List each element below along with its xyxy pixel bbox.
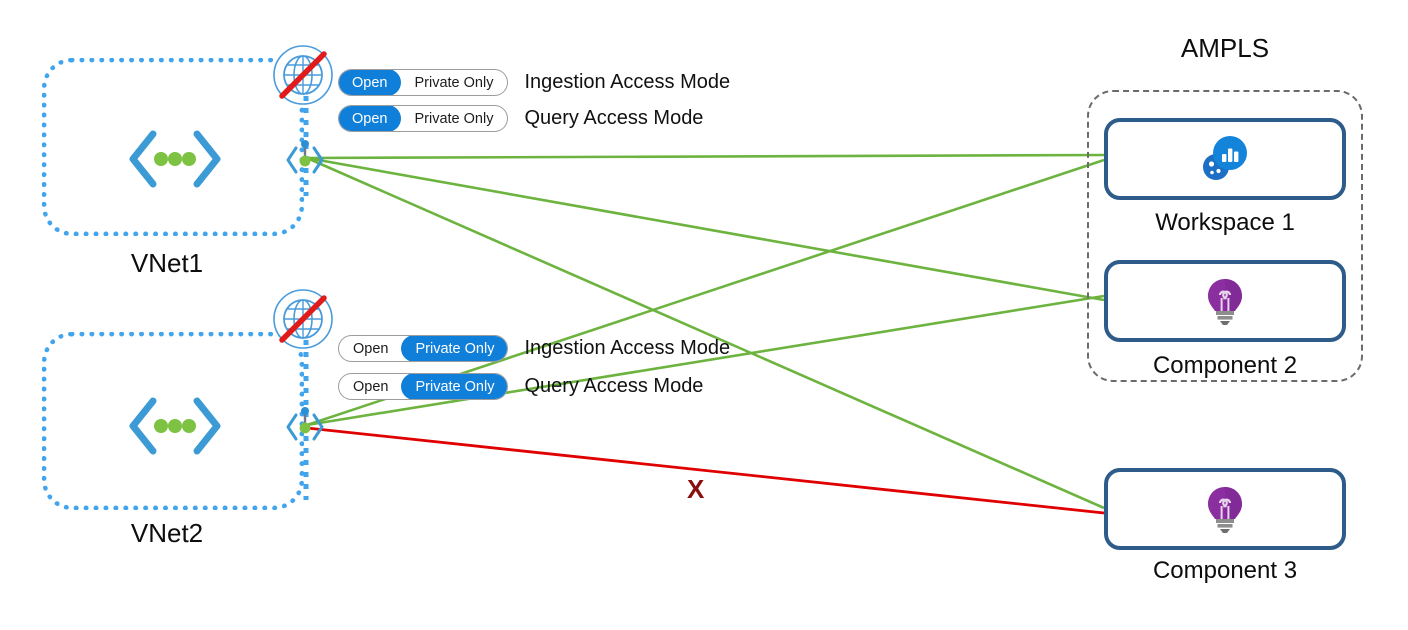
resource-label-component2: Component 2 <box>1152 352 1298 379</box>
connection-vnet1-workspace1 <box>306 153 1105 160</box>
setting-row-ingestion-vnet1: Open Private Only Ingestion Access Mode <box>338 69 730 96</box>
private-endpoint-icon <box>286 407 324 441</box>
ampls-title: AMPLS <box>1180 33 1270 63</box>
ampls-scope-boundary <box>1087 90 1363 382</box>
application-insights-icon <box>1208 279 1242 325</box>
setting-row-query-vnet2: Open Private Only Query Access Mode <box>338 373 703 400</box>
public-internet-blocked-icon <box>273 289 333 349</box>
resource-label-component3: Component 3 <box>1152 557 1298 584</box>
toggle-option-private-only[interactable]: Private Only <box>401 374 508 399</box>
log-analytics-workspace-icon <box>1203 136 1247 180</box>
toggle-option-open[interactable]: Open <box>353 378 389 395</box>
connection-vnet1-component3 <box>306 156 1105 510</box>
toggle-option-private-only[interactable]: Private Only <box>414 110 494 127</box>
setting-label-ingestion-access-mode: Ingestion Access Mode <box>524 71 731 93</box>
resource-box-component2[interactable] <box>1104 260 1346 342</box>
setting-label-query-access-mode: Query Access Mode <box>524 107 704 129</box>
toggle-query-access-mode-vnet1[interactable]: Open Private Only <box>338 105 509 132</box>
toggle-option-private-only[interactable]: Private Only <box>414 74 494 91</box>
toggle-option-private-only[interactable]: Private Only <box>401 336 508 361</box>
resource-box-component3[interactable] <box>1104 468 1346 550</box>
vnet-code-icon <box>129 130 221 188</box>
setting-row-ingestion-vnet2: Open Private Only Ingestion Access Mode <box>338 335 730 362</box>
vnet-label-vnet2: VNet2 <box>130 518 204 548</box>
setting-row-query-vnet1: Open Private Only Query Access Mode <box>338 105 703 132</box>
toggle-option-open[interactable]: Open <box>339 70 402 95</box>
vnet-container-vnet1 <box>42 58 304 236</box>
blocked-connection-x-marker: X <box>687 474 705 504</box>
toggle-query-access-mode-vnet2[interactable]: Open Private Only <box>338 373 509 400</box>
toggle-option-open[interactable]: Open <box>353 340 389 357</box>
resource-box-workspace1[interactable] <box>1104 118 1346 200</box>
setting-label-query-access-mode: Query Access Mode <box>524 375 704 397</box>
setting-label-ingestion-access-mode: Ingestion Access Mode <box>524 337 731 359</box>
public-internet-blocked-icon <box>273 45 333 105</box>
vnet2-endpoint-connector <box>303 340 309 500</box>
toggle-option-open[interactable]: Open <box>339 106 402 131</box>
private-endpoint-icon <box>286 140 324 174</box>
vnet-code-icon <box>129 397 221 455</box>
connection-vnet2-component3-blocked <box>306 426 1105 515</box>
toggle-ingestion-access-mode-vnet1[interactable]: Open Private Only <box>338 69 509 96</box>
resource-label-workspace1: Workspace 1 <box>1155 209 1295 236</box>
toggle-ingestion-access-mode-vnet2[interactable]: Open Private Only <box>338 335 509 362</box>
application-insights-icon <box>1208 487 1242 533</box>
vnet-label-vnet1: VNet1 <box>130 248 204 278</box>
connection-vnet1-component2 <box>306 156 1105 302</box>
